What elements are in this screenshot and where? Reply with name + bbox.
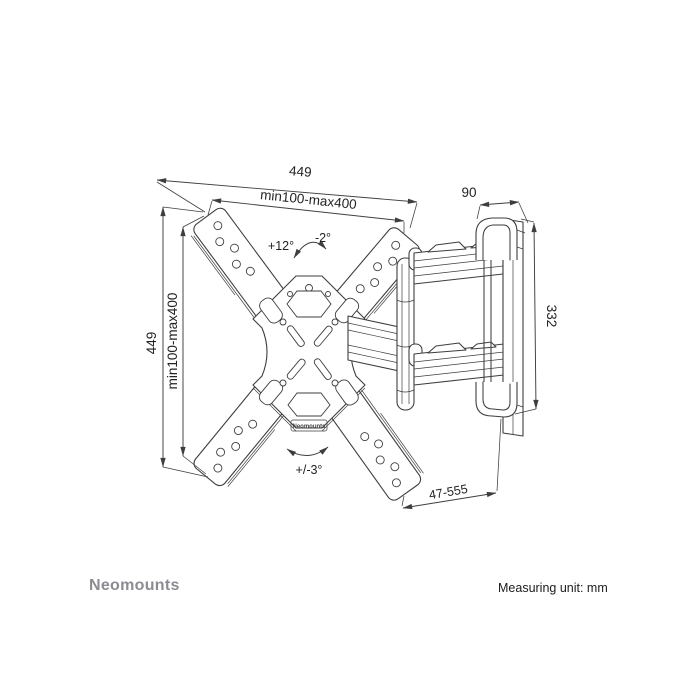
- dim-plate-height-label: 332: [544, 305, 559, 328]
- wall-plate-bottom-hook: [475, 381, 524, 418]
- extension-arm-lower: [408, 341, 505, 386]
- wall-plate: [475, 217, 526, 437]
- measuring-unit-label: Measuring unit: mm: [498, 581, 608, 595]
- dim-top-width: 449: [156, 163, 418, 229]
- vesa-slots: [286, 325, 333, 380]
- dim-side-height: 449: [144, 206, 209, 478]
- dim-depth-label: 90: [461, 185, 476, 200]
- tilt-up-label: +12°: [268, 239, 294, 253]
- dim-depth: 90: [461, 185, 529, 224]
- wall-plate-top-hook: [475, 217, 526, 261]
- dim-side-vesa-label: min100-max400: [165, 293, 180, 390]
- vesa-plate: Neomounts: [252, 275, 366, 432]
- rotation-level-label: +/-3°: [296, 463, 323, 477]
- pivot-column: [396, 257, 415, 411]
- tilt-down-label: -2°: [315, 231, 331, 245]
- dim-top-vesa-label: min100-max400: [260, 187, 358, 212]
- rotation-annotation: +/-3°: [286, 446, 329, 477]
- tilt-annotation: +12° -2°: [268, 231, 331, 259]
- dim-extension: 47-555: [401, 418, 502, 510]
- plate-logo-text: Neomounts: [293, 424, 327, 430]
- dim-side-vesa: min100-max400: [165, 215, 207, 475]
- vesa-arm-top-left: [190, 207, 291, 323]
- brand-logo: Neomounts: [89, 577, 180, 594]
- dim-side-height-label: 449: [144, 332, 159, 355]
- dim-plate-height: 332: [514, 218, 559, 415]
- dim-top-width-label: 449: [289, 163, 313, 180]
- dim-extension-label: 47-555: [428, 482, 469, 502]
